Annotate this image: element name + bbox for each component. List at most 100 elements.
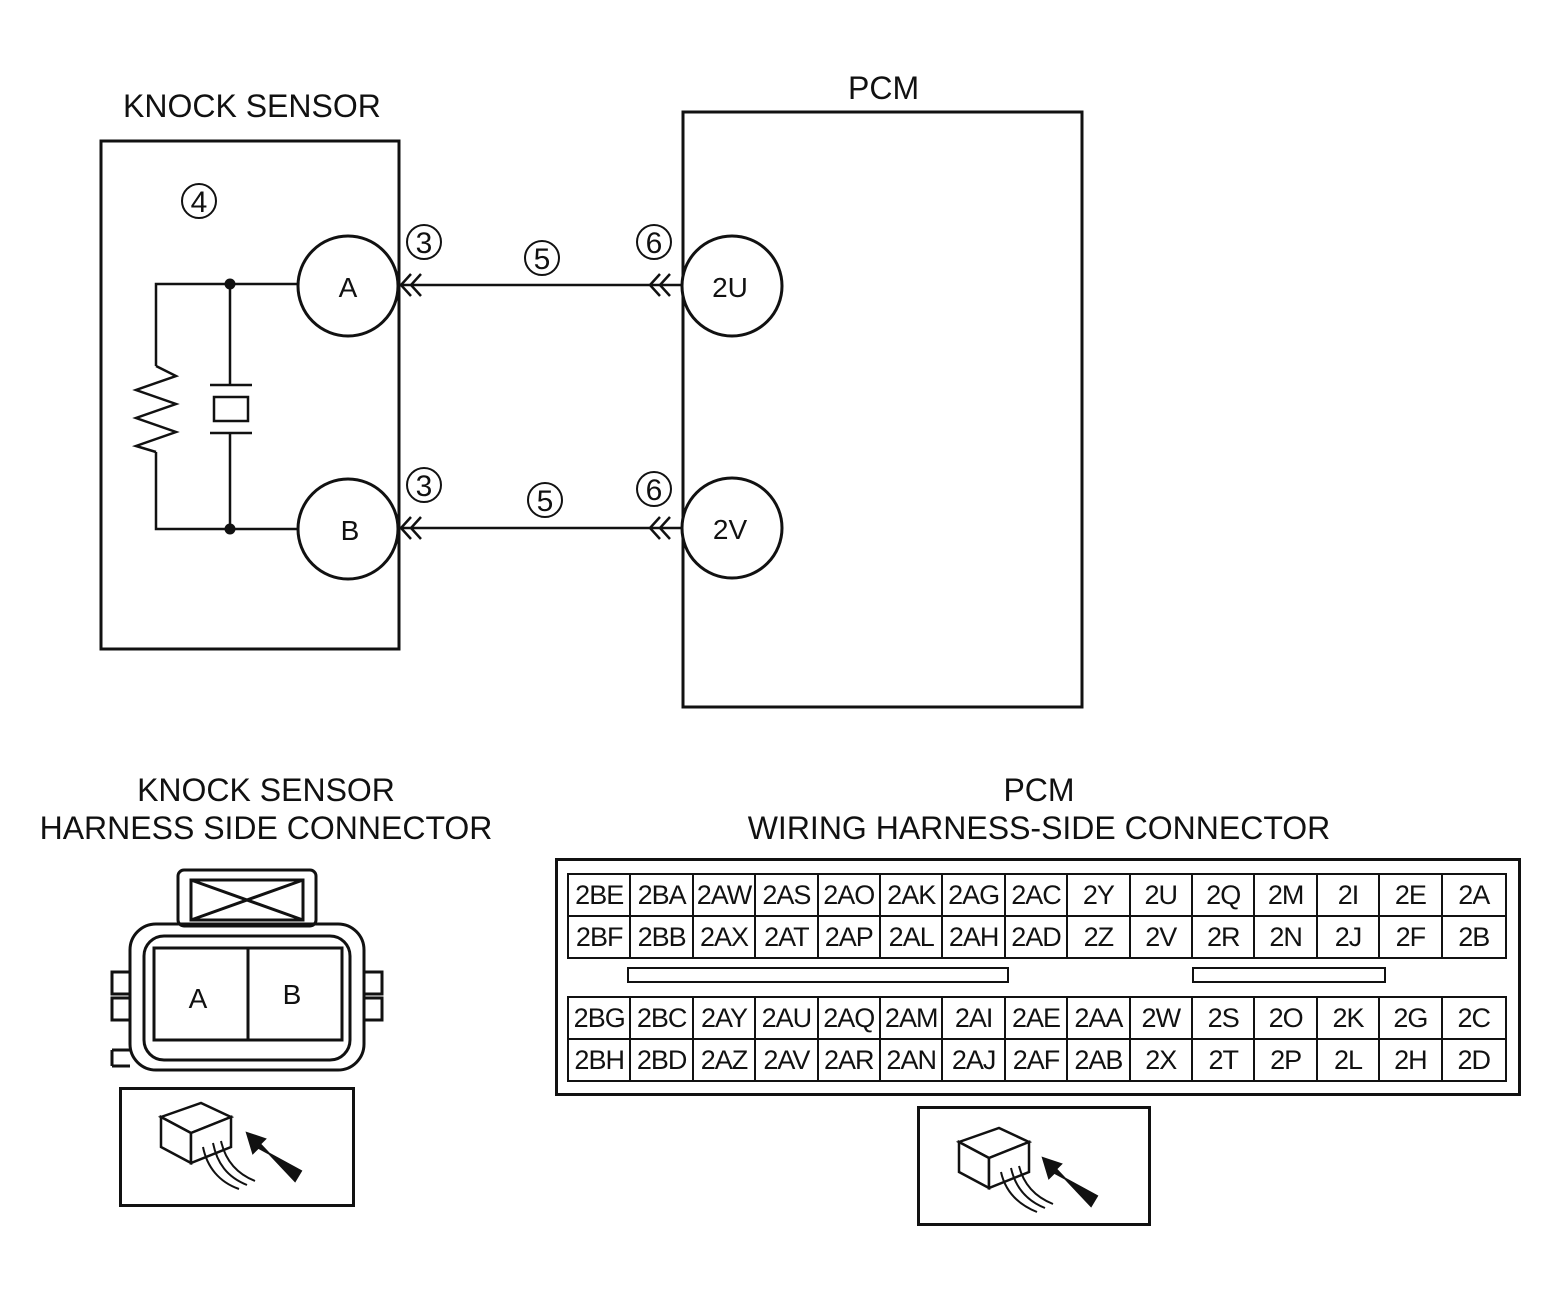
callout-3-circle: [406, 224, 442, 260]
pin-cell: 2AO: [818, 875, 881, 917]
pin-cell: 2AW: [693, 875, 757, 917]
connector-chevrons: [399, 273, 671, 540]
view-direction-icon: [119, 1087, 355, 1207]
callout-5-circle: [524, 240, 560, 276]
terminal-b-circle: [296, 477, 400, 581]
pin-cell: 2AK: [881, 875, 944, 917]
pcm-connector-title-line2: WIRING HARNESS-SIDE CONNECTOR: [747, 810, 1331, 846]
pin-cell: 2AY: [693, 998, 757, 1040]
knock-sensor-box: [99, 139, 401, 651]
pcm-box: [681, 110, 1084, 709]
pin-cell: 2R: [1193, 917, 1256, 957]
arrow-icon: [1041, 1156, 1099, 1208]
pin-cell: 2BF: [569, 917, 632, 957]
pin-cell: 2Z: [1068, 917, 1131, 957]
knock-sensor-title: KNOCK SENSOR: [123, 88, 381, 124]
pin-cell: 2AS: [756, 875, 819, 917]
pin-cell: 2G: [1380, 998, 1443, 1040]
pin-cell: 2BC: [631, 998, 694, 1040]
pin-cell: 2E: [1380, 875, 1443, 917]
connector-key-rail: [1192, 967, 1386, 983]
pin-cell: 2AM: [881, 998, 944, 1040]
callout-5: 5: [534, 243, 551, 276]
pin-cell: 2U: [1130, 875, 1193, 917]
pin-cell: 2C: [1442, 998, 1505, 1040]
wiring-schematic: 4 3 5 6 3 5 6 A B 2U 2V: [99, 110, 1084, 709]
pcm-terminal-2u-label: 2U: [712, 272, 748, 303]
pin-cell: 2Y: [1068, 875, 1131, 917]
internal-circuit: [131, 282, 300, 531]
pin-cell: 2AG: [943, 875, 1006, 917]
terminal-a-circle: [296, 234, 400, 338]
pin-cell: 2L: [1318, 1040, 1381, 1080]
pin-cell: 2AB: [1068, 1040, 1131, 1080]
pin-cell: 2AN: [881, 1040, 944, 1080]
pin-cell: 2AR: [819, 1040, 881, 1080]
pin-cell: 2AH: [943, 917, 1006, 957]
pin-cell: 2O: [1255, 998, 1318, 1040]
connector-cavity-a: A: [189, 983, 208, 1014]
pin-cell: 2V: [1131, 917, 1193, 957]
pin-cell: 2BB: [631, 917, 694, 957]
pin-cell: 2AP: [819, 917, 881, 957]
sensor-connector-title-line1: KNOCK SENSOR: [137, 772, 395, 808]
pin-cell: 2F: [1380, 917, 1443, 957]
pin-cell: 2AI: [943, 998, 1006, 1040]
pin-cell: 2K: [1317, 998, 1381, 1040]
view-direction-icon: [917, 1106, 1151, 1226]
callout-3-circle: [406, 467, 442, 503]
callout-4-circle: [181, 183, 217, 219]
pin-cell: 2X: [1131, 1040, 1193, 1080]
pin-cell: 2J: [1318, 917, 1381, 957]
pin-cell: 2AA: [1068, 998, 1131, 1040]
pin-cell: 2AT: [756, 917, 819, 957]
arrow-icon: [245, 1131, 303, 1183]
pin-cell: 2AJ: [943, 1040, 1006, 1080]
pin-cell: 2W: [1130, 998, 1193, 1040]
callout-4: 4: [191, 186, 208, 219]
pin-cell: 2AZ: [694, 1040, 757, 1080]
pin-cell: 2AX: [694, 917, 757, 957]
pin-cell: 2BD: [631, 1040, 694, 1080]
junction-dot: [224, 278, 236, 290]
pin-cell: 2A: [1442, 875, 1505, 917]
terminal-a-label: A: [339, 272, 358, 303]
resistor-symbol: [131, 364, 180, 454]
pin-cell: 2AC: [1005, 875, 1069, 917]
pin-cell: 2AU: [756, 998, 819, 1040]
pin-cell: 2AL: [881, 917, 944, 957]
callout-5-circle: [527, 482, 563, 518]
pcm-connector-outline: [555, 858, 1521, 1096]
pcm-terminal-2v-label: 2V: [713, 514, 748, 545]
pin-cell: 2AQ: [818, 998, 881, 1040]
terminal-b-label: B: [341, 515, 360, 546]
callout-6-circle: [636, 224, 672, 260]
pin-cell: 2BG: [569, 998, 632, 1040]
callout-6-circle: [636, 471, 672, 507]
pin-cell: 2S: [1193, 998, 1256, 1040]
pin-cell: 2BA: [631, 875, 694, 917]
sensor-connector-drawing: A B: [110, 868, 384, 1072]
callout-6: 6: [646, 474, 663, 507]
callout-3: 3: [416, 227, 433, 260]
pin-cell: 2BH: [569, 1040, 632, 1080]
pin-cell: 2AE: [1005, 998, 1069, 1040]
pin-cell: 2D: [1457, 1044, 1492, 1075]
pin-cell: 2I: [1317, 875, 1381, 917]
sensor-connector-title-line2: HARNESS SIDE CONNECTOR: [39, 810, 493, 846]
pin-cell: 2AF: [1006, 1040, 1069, 1080]
pin-cell: 2H: [1380, 1040, 1443, 1080]
crystal-symbol: [212, 395, 250, 423]
pin-cell: 2AD: [1006, 917, 1069, 957]
callout-6: 6: [646, 227, 663, 260]
junction-dot: [224, 523, 236, 535]
connector-cavity-b: B: [283, 979, 302, 1010]
pin-cell: 2AV: [756, 1040, 819, 1080]
connector-key-rail: [627, 967, 1009, 983]
pin-cell: 2P: [1255, 1040, 1318, 1080]
callout-3: 3: [416, 470, 433, 503]
pcm-title: PCM: [848, 70, 920, 106]
pin-cell: 2B: [1458, 921, 1490, 952]
